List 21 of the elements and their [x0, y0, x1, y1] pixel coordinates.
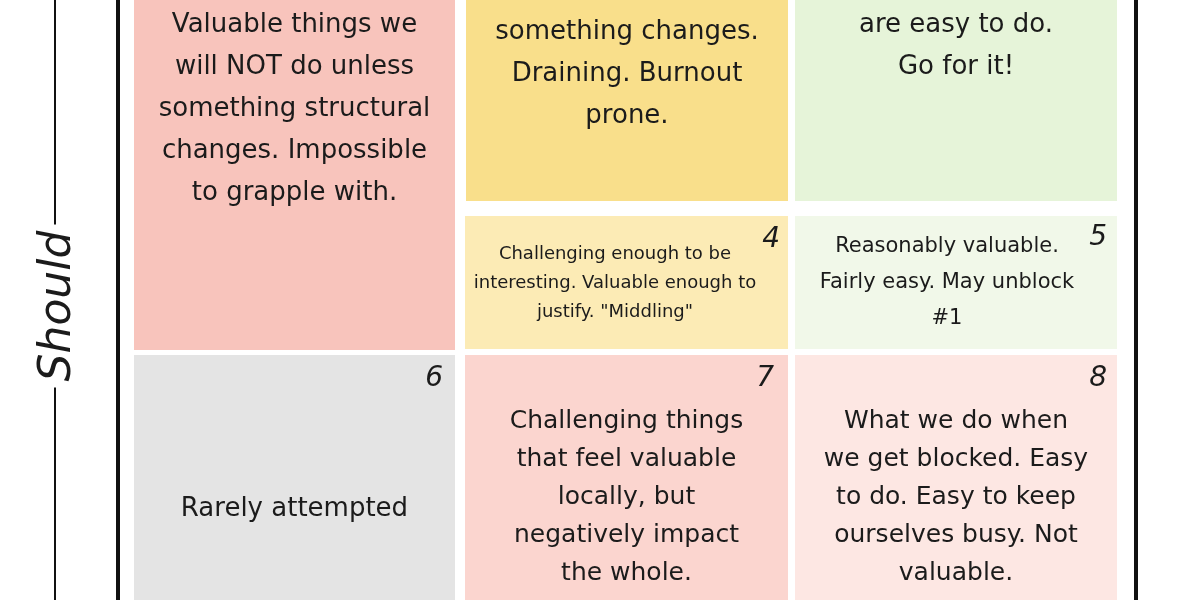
matrix-quadrant: [795, 355, 1117, 600]
matrix-quadrant: [465, 216, 788, 349]
matrix-quadrant: [134, 355, 455, 600]
quadrant-description: Reasonably valuable. Fairly easy. May unblock #1: [818, 232, 1076, 331]
quadrant-description: something changes. Draining. Burnout prone.: [494, 14, 760, 131]
quadrant-number: 7: [756, 363, 774, 391]
matrix-quadrant: [795, 0, 1117, 201]
quadrant-number: 8: [1089, 363, 1107, 391]
quadrant-number: 5: [1089, 222, 1107, 250]
matrix-quadrant: [134, 0, 455, 350]
quadrant-description: Valuable things we will NOT do unless something structural changes. Impossible to grapple with.: [157, 7, 432, 208]
quadrant-description: are easy to do. Go for it!: [858, 7, 1054, 82]
axis-label: Should: [33, 230, 77, 382]
matrix-quadrant: [465, 355, 788, 600]
quadrant-description: Challenging enough to be interesting. Valuable enough to justify. "Middling": [472, 241, 758, 323]
quadrant-description: Challenging things that feel valuable locally, but negatively impact the whole.: [508, 404, 745, 588]
matrix-quadrant: [466, 0, 788, 201]
quadrant-description: What we do when we get blocked. Easy to do. Easy to keep ourselves busy. Not valuable.: [823, 404, 1089, 588]
quadrant-number: 4: [762, 224, 780, 252]
quadrant-number: 6: [425, 363, 443, 391]
quadrant-description: Rarely attempted: [179, 491, 410, 524]
